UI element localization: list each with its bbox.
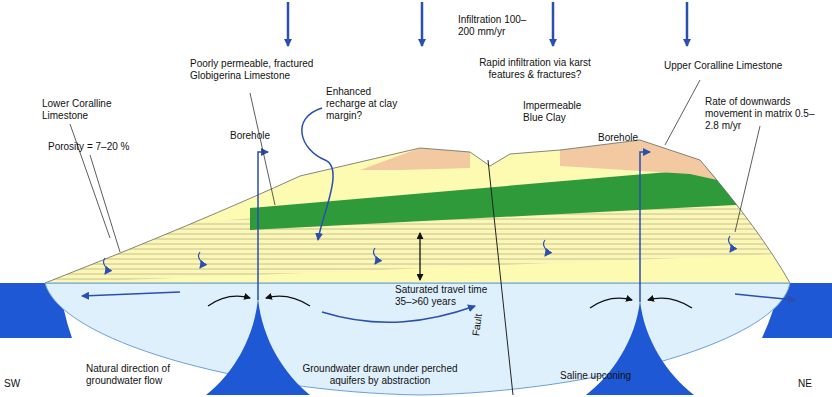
annotation-label: Groundwater drawn under perched aquifers… [290, 363, 470, 387]
annotation-label: Natural direction of groundwater flow [86, 363, 198, 387]
annotation-label: Rate of downwards movement in matrix 0.5… [705, 96, 827, 132]
annotation-label: NE [798, 378, 828, 390]
annotation-label: Saline upconing [560, 370, 670, 382]
annotation-label: SW [4, 378, 34, 390]
annotation-label: Poorly permeable, fractured Globigerina … [190, 58, 320, 82]
annotation-label: Enhanced recharge at clay margin? [326, 86, 400, 122]
annotation-label: Infiltration 100–200 mm/yr [458, 14, 538, 38]
annotation-label: Borehole [598, 132, 658, 144]
annotation-label: Lower Coralline Limestone [42, 98, 124, 122]
annotation-label: Porosity = 7–20 % [48, 141, 158, 153]
annotation-label: Saturated travel time 35–>60 years [395, 284, 505, 308]
annotation-label: Impermeable Blue Clay [523, 100, 603, 124]
annotation-label: Upper Coralline Limestone [664, 60, 794, 72]
annotation-label: Borehole [230, 130, 290, 142]
annotation-label: Rapid infiltration via karst features & … [470, 57, 600, 81]
